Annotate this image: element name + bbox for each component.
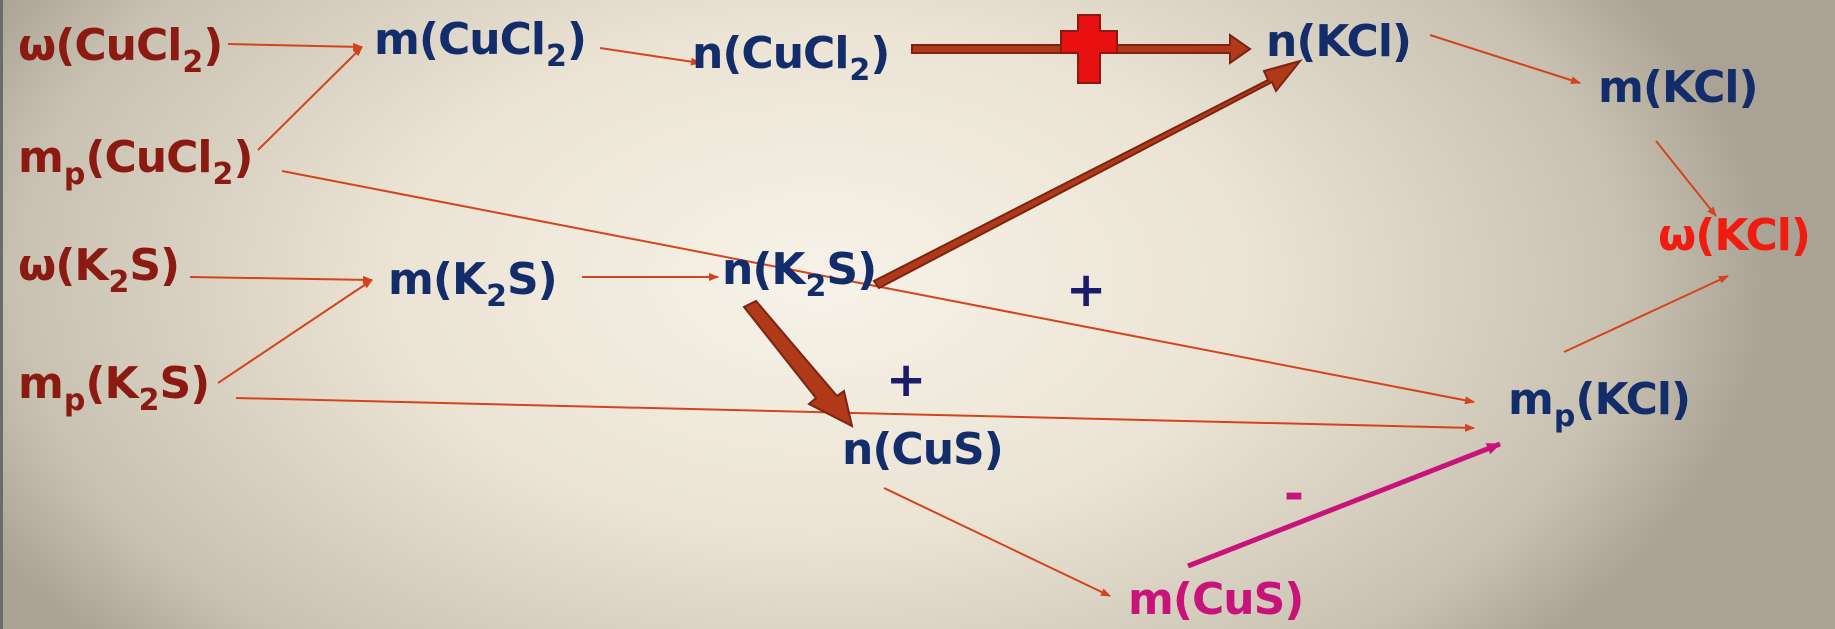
arrow-w-cucl2-to-m-cucl2: [227, 42, 363, 51]
arrow-n-kcl-to-m-kcl: [1429, 34, 1581, 85]
arrow-m-cucl2-to-n-cucl2: [599, 47, 701, 66]
arrow-m-kcl-to-w-kcl: [1655, 140, 1717, 217]
arrow-mp-cucl2-to-m-cucl2: [257, 46, 363, 151]
node-m-cucl2: m(CuCl2): [374, 14, 587, 74]
minus-sign: -: [1284, 466, 1304, 522]
node-mp-kcl: mp(KCl): [1508, 374, 1691, 434]
arrow-mp-kcl-to-w-kcl: [1563, 275, 1729, 353]
reaction-plus-icon: [1060, 14, 1118, 84]
node-mp-cucl2: mp(CuCl2): [18, 132, 253, 192]
arrow-mp-k2s-to-mp-kcl: [235, 397, 1475, 432]
arrow-w-k2s-to-m-k2s: [189, 275, 373, 284]
node-n-cus: n(CuS): [842, 424, 1004, 475]
node-w-k2s: ω(K2S): [18, 240, 180, 300]
arrow-n-k2s-to-n-kcl: [872, 59, 1303, 290]
arrow-m-cus-to-mp-kcl: [1187, 441, 1501, 569]
arrow-mp-k2s-to-m-k2s: [217, 279, 373, 384]
arrow-n-k2s-to-n-cus: [742, 299, 854, 428]
node-m-kcl: m(KCl): [1598, 62, 1759, 113]
plus-sign: +: [1066, 262, 1107, 318]
node-n-kcl: n(KCl): [1266, 16, 1412, 67]
node-n-cucl2: n(CuCl2): [692, 28, 890, 88]
plus-sign: +: [886, 352, 927, 408]
node-m-cus: m(CuS): [1128, 574, 1304, 625]
node-w-cucl2: ω(CuCl2): [18, 20, 223, 80]
arrow-n-cus-to-m-cus: [883, 487, 1111, 597]
node-mp-k2s: mp(K2S): [18, 358, 210, 418]
node-m-k2s: m(K2S): [388, 254, 558, 314]
node-n-k2s: n(K2S): [722, 244, 877, 304]
node-w-kcl: ω(KCl): [1658, 210, 1811, 261]
